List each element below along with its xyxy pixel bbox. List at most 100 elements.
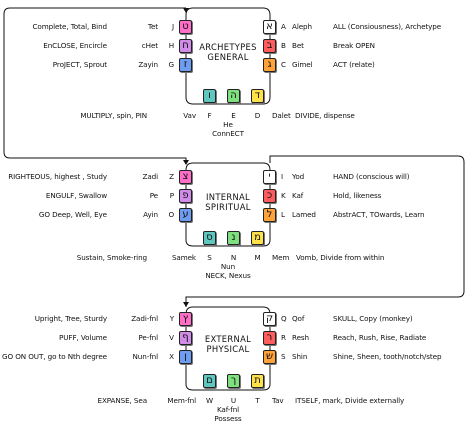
letter-tile[interactable]: נ <box>227 231 240 245</box>
letter-tile[interactable]: ל <box>263 208 276 222</box>
bottom-left-meaning: EXPANSE, Sea <box>97 396 148 405</box>
letter-tile[interactable]: ב <box>263 39 276 53</box>
letter-meaning: Complete, Total, Bind <box>32 22 107 31</box>
letter-code: Y <box>169 314 174 323</box>
letter-tile[interactable]: ו <box>203 89 216 103</box>
letter-name: cHet <box>141 41 158 50</box>
letter-code: J <box>171 22 174 31</box>
letter-name: Zayin <box>138 60 158 69</box>
letter-code: A <box>281 22 286 31</box>
letter-meaning: ALL (Consiousness), Archetype <box>333 22 442 31</box>
letter-name: Zadi-fnl <box>131 314 158 323</box>
bottom-left-meaning: MULTIPLY, spin, PIN <box>80 111 147 120</box>
letter-tile[interactable]: ת <box>251 374 264 388</box>
letter-name: Dalet <box>272 111 291 120</box>
letter-tile[interactable]: מ <box>251 231 264 245</box>
letter-tile[interactable]: ק <box>263 312 276 326</box>
letter-meaning: Upright, Tree, Sturdy <box>34 314 107 323</box>
letter-tile[interactable]: י <box>263 170 276 184</box>
letter-name: Lamed <box>292 210 316 219</box>
letter-code: T <box>255 396 260 405</box>
letter-tile[interactable]: ז <box>179 58 192 72</box>
letter-tile[interactable]: פ <box>179 189 192 203</box>
letter-name: Gimel <box>292 60 313 69</box>
letter-meaning: Reach, Rush, Rise, Radiate <box>333 333 427 342</box>
section-title: ARCHETYPES <box>199 42 257 52</box>
letter-code: X <box>169 352 174 361</box>
letter-meaning: HAND (conscious will) <box>333 172 410 181</box>
letter-code: O <box>168 210 174 219</box>
letter-code: S <box>207 253 212 262</box>
letter-meaning: EnCLOSE, Encircle <box>43 41 107 50</box>
letter-name: Mem <box>272 253 290 262</box>
letter-tile[interactable]: ד <box>251 89 264 103</box>
letter-tile[interactable]: ש <box>263 350 276 364</box>
letter-meaning: ACT (relate) <box>333 60 375 69</box>
bottom-center-meaning: ConnECT <box>212 129 244 138</box>
letter-meaning: RIGHTEOUS, highest , Study <box>8 172 107 181</box>
letter-name: Vav <box>183 111 196 120</box>
letter-tile[interactable]: ע <box>179 208 192 222</box>
letter-tile[interactable]: ר <box>263 331 276 345</box>
letter-code: Z <box>169 172 174 181</box>
letter-code: H <box>168 41 174 50</box>
letter-code: L <box>281 210 285 219</box>
letter-tile[interactable]: ה <box>227 89 240 103</box>
letter-meaning: Break OPEN <box>333 41 375 50</box>
letter-meaning: ProJECT, Sprout <box>52 60 107 69</box>
letter-meaning: Shine, Sheen, tooth/notch/step <box>333 352 442 361</box>
letter-meaning: Hold, likeness <box>333 191 382 200</box>
letter-code: U <box>230 396 237 405</box>
letter-code: G <box>168 60 175 69</box>
letter-code: C <box>281 60 286 69</box>
letter-name: Kaf <box>292 191 304 200</box>
letter-name: Bet <box>292 41 304 50</box>
letter-tile[interactable]: א <box>263 20 276 34</box>
letter-name: Zadi <box>142 172 159 181</box>
letter-code: I <box>281 172 284 181</box>
letter-tile[interactable]: ם <box>203 374 216 388</box>
letter-tile[interactable]: ף <box>179 331 192 345</box>
connector-2-3 <box>185 155 465 307</box>
letter-tile[interactable]: ס <box>203 231 216 245</box>
letter-meaning: SKULL, Copy (monkey) <box>333 314 413 323</box>
letter-tile[interactable]: ץ <box>179 312 192 326</box>
letter-code: Q <box>281 314 287 323</box>
letter-code: V <box>169 333 174 342</box>
letter-tile[interactable]: ן <box>179 350 192 364</box>
letter-meaning: GO Deep, Well, Eye <box>38 210 107 219</box>
letter-code: P <box>169 191 174 200</box>
letter-tile[interactable]: צ <box>179 170 192 184</box>
section-title: EXTERNAL <box>204 334 252 344</box>
letter-code: E <box>231 111 236 120</box>
bottom-center-meaning: NECK, Nexus <box>205 271 251 280</box>
section-2-frame <box>185 162 271 247</box>
bottom-center-meaning: Possess <box>214 414 242 423</box>
letter-code: R <box>281 333 286 342</box>
letter-tile[interactable]: ט <box>179 20 192 34</box>
letter-name: Ayin <box>143 210 158 219</box>
letter-tile[interactable]: ח <box>179 39 192 53</box>
arrow-3 <box>183 302 189 307</box>
letter-name: Tav <box>272 396 284 405</box>
letter-code: K <box>281 191 286 200</box>
letter-tile[interactable]: ך <box>227 374 240 388</box>
letter-code: B <box>281 41 286 50</box>
section-3-frame <box>185 306 271 391</box>
letter-code: M <box>254 253 261 262</box>
letter-tile[interactable]: ג <box>263 58 276 72</box>
section-subtitle: GENERAL <box>207 52 249 62</box>
bottom-left-meaning: Sustain, Smoke-ring <box>76 253 147 262</box>
letter-tile[interactable]: כ <box>263 189 276 203</box>
connector-1-2 <box>3 7 187 163</box>
letter-name: Kaf-fnl <box>216 405 240 414</box>
letter-meaning: ENGULF, Swallow <box>45 191 107 200</box>
letter-name: Shin <box>292 352 308 361</box>
letter-name: Nun-fnl <box>132 352 159 361</box>
letter-name: Yod <box>292 172 305 181</box>
letter-name: Mem-fnl <box>167 396 196 405</box>
arrow-2 <box>183 160 189 165</box>
letter-code: F <box>207 111 212 120</box>
